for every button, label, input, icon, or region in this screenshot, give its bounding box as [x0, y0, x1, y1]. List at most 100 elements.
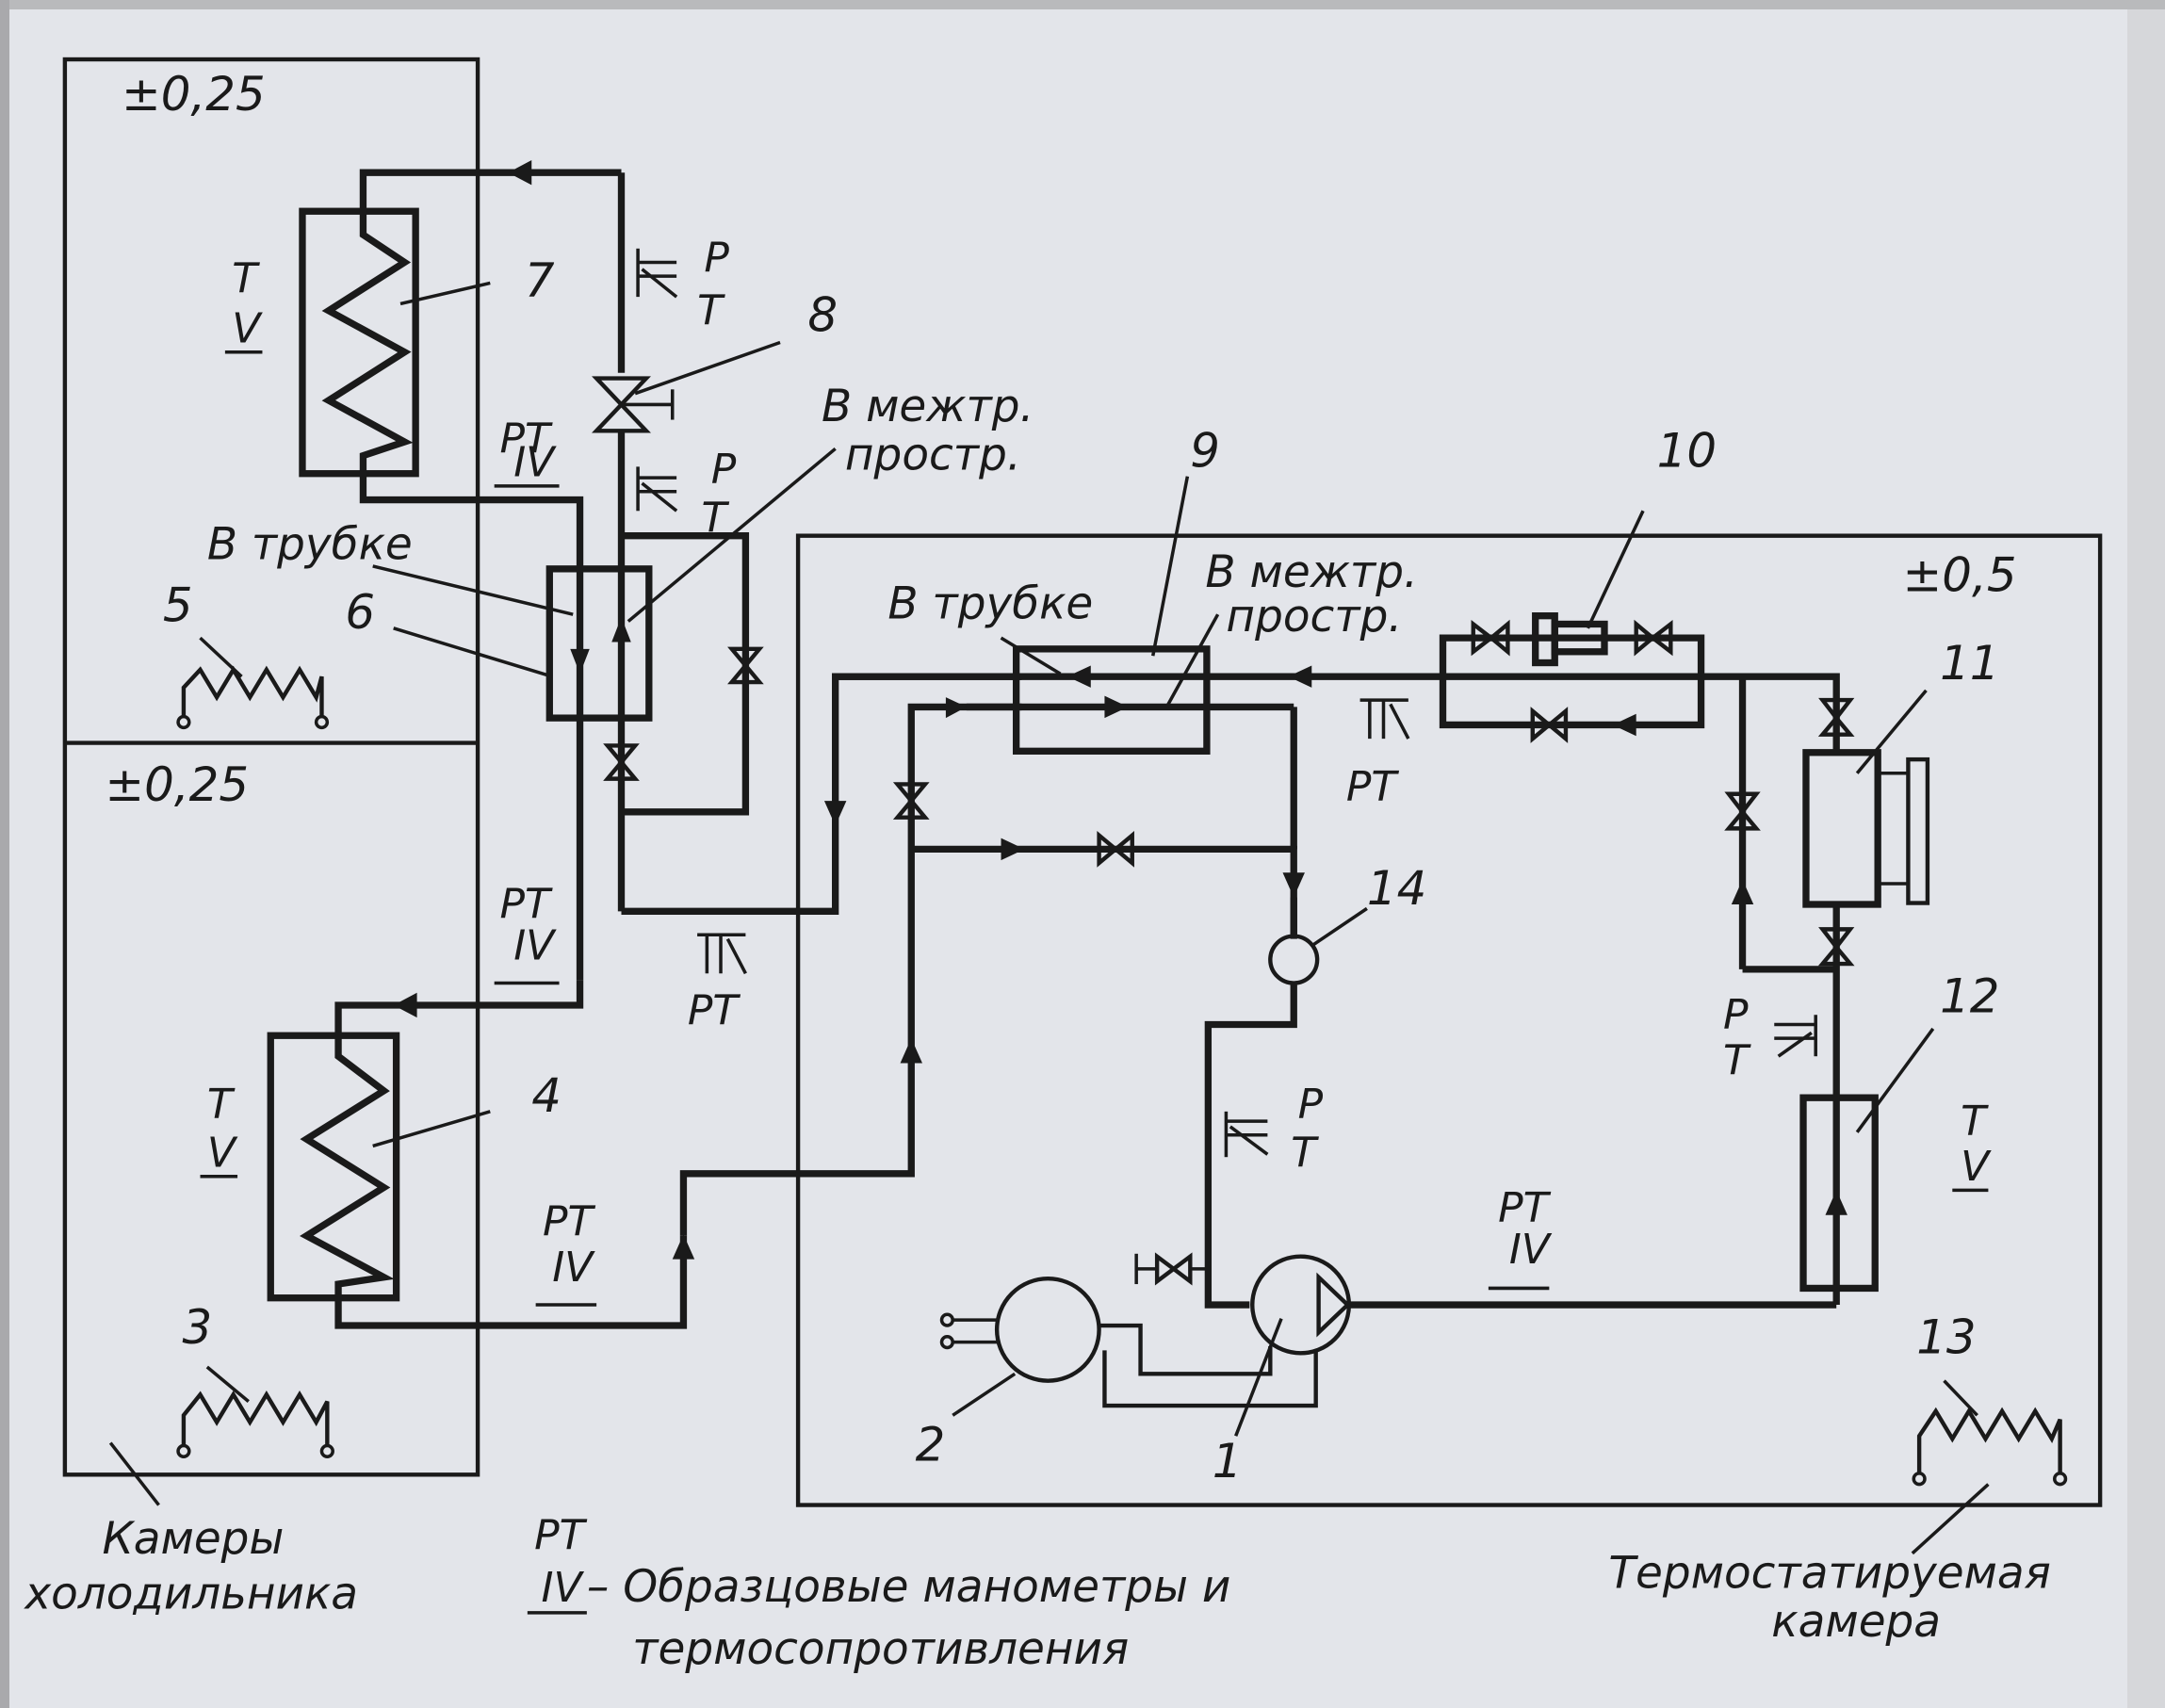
tolerance-upper: ±0,25: [122, 67, 266, 122]
flowmeter-14: [1268, 934, 1320, 985]
t-mark: T: [697, 286, 725, 334]
flow-arrow: [1282, 872, 1305, 898]
p-mark-6: P: [711, 446, 737, 494]
heat-exchanger-9: [835, 645, 1443, 755]
bypass-valve-14: [1097, 831, 1134, 868]
flow-arrow: [508, 160, 532, 186]
component-9-number: 9: [1190, 423, 1220, 478]
pt-label-return: PT: [688, 987, 741, 1035]
component-4-number: 4: [531, 1068, 562, 1123]
component-14-number: 14: [1367, 861, 1426, 916]
leader-6: [393, 626, 553, 678]
leader-1: [1234, 1318, 1283, 1437]
flow-arrow: [393, 992, 417, 1018]
intertube-label-6-line1: В межтр.: [822, 381, 1034, 432]
pt-gauge-9: [1359, 698, 1410, 740]
t-mark-12: T: [1723, 1036, 1751, 1084]
flow-arrow: [900, 1038, 922, 1064]
receiver-11: [1802, 749, 1930, 908]
control-valve-8: [592, 376, 675, 433]
bypass-valve-6: [727, 646, 764, 685]
pt-gauge-12: [1774, 1015, 1817, 1058]
leader-14: [1310, 906, 1368, 948]
valve-11-top: [1817, 697, 1855, 737]
leader-8: [634, 340, 781, 396]
component-5-number: 5: [163, 578, 193, 633]
heater-3-icon: [176, 1365, 334, 1459]
p-mark-12: P: [1723, 991, 1749, 1039]
in-tube-label-6: В трубке: [207, 519, 413, 571]
leader-11: [1855, 689, 1928, 774]
tolerance-lower: ±0,25: [105, 757, 249, 812]
valve-below-6: [603, 743, 640, 781]
filter-drier-10: [1471, 612, 1673, 667]
leader-2: [952, 1372, 1017, 1417]
condenser-12: [1799, 1094, 1879, 1306]
legend-pt-label: PT: [534, 1511, 588, 1559]
pt-gauge-compressor: [1224, 1111, 1269, 1158]
legend-text-line1: – Образцовые манометры и: [587, 1561, 1231, 1613]
intertube-label-6-line2: простр.: [845, 429, 1021, 480]
flow-arrow: [823, 801, 847, 826]
flow-arrow: [1001, 838, 1025, 861]
component-8-number: 8: [807, 288, 838, 343]
component-1-number: 1: [1213, 1434, 1243, 1488]
component-6-number: 6: [345, 585, 375, 640]
leader-10: [1586, 510, 1645, 629]
flow-arrow: [1288, 665, 1312, 688]
fridge-caption-line1: Камеры: [102, 1513, 284, 1565]
pt-gauge-return: [697, 933, 747, 975]
p-mark: P: [704, 235, 729, 283]
intertube-label-9-line1: В межтр.: [1205, 546, 1417, 598]
bypass-valve-10: [1530, 707, 1569, 743]
gauge-icon: IV: [1509, 1226, 1553, 1274]
component-11-number: 11: [1940, 636, 1999, 691]
pt-gauge-6: [636, 466, 678, 512]
component-10-number: 10: [1657, 423, 1717, 478]
leader-12: [1855, 1027, 1935, 1133]
t-sensor-12-label: T: [1961, 1098, 1989, 1146]
flow-arrow: [1731, 879, 1754, 904]
flow-arrow: [945, 697, 967, 719]
pt-label-left-lower: PT: [500, 881, 554, 929]
t-sensor-4-label: T: [207, 1081, 236, 1129]
service-valve: [1134, 1252, 1209, 1286]
leader-7: [399, 281, 491, 306]
pt-label-discharge: PT: [1498, 1184, 1552, 1232]
leader-intertube-6: [627, 447, 837, 623]
p-mark-compressor: P: [1298, 1081, 1324, 1129]
thermometer-icon: V: [1961, 1143, 1992, 1191]
tolerance-thermostat: ±0,5: [1903, 547, 2017, 602]
t-mark-compressor: T: [1291, 1129, 1319, 1177]
leader-4: [372, 1110, 491, 1148]
thermo-caption-line2: камера: [1771, 1596, 1941, 1648]
component-13-number: 13: [1916, 1309, 1976, 1364]
legend-text-line2: термосопротивления: [632, 1623, 1129, 1675]
pt-label-4-outlet: PT: [543, 1198, 596, 1246]
component-3-number: 3: [182, 1300, 212, 1355]
in-tube-label-9: В трубке: [887, 578, 1093, 630]
pt-gauge-top: [636, 248, 678, 299]
t-sensor-7-label: T: [232, 255, 260, 303]
fridge-caption-line2: холодильника: [23, 1568, 358, 1619]
leader-fridge-caption: [108, 1441, 160, 1506]
leader-intertube-9: [1164, 613, 1220, 708]
component-7-number: 7: [525, 253, 555, 308]
gauge-icon: IV: [552, 1244, 595, 1292]
evaporator-4: [267, 1032, 688, 1329]
leader-in-tube-6: [372, 564, 574, 616]
gauge-icon: IV: [513, 922, 557, 970]
valve-11-bottom: [1817, 927, 1855, 967]
thermometer-icon: V: [207, 1129, 238, 1177]
compressor-1: [1250, 1254, 1352, 1356]
fridge-chambers-box: [62, 57, 480, 1477]
heater-5-icon: [176, 636, 330, 730]
thermostat-chamber-box: [795, 533, 2103, 1507]
motor-2: [939, 1276, 1318, 1408]
gauge-icon: IV: [513, 439, 557, 487]
thermometer-icon: V: [232, 304, 263, 352]
heater-13-icon: [1912, 1379, 2068, 1487]
valve-suction: [892, 782, 930, 820]
leader-9: [1151, 476, 1190, 657]
flow-arrow: [1612, 713, 1636, 737]
